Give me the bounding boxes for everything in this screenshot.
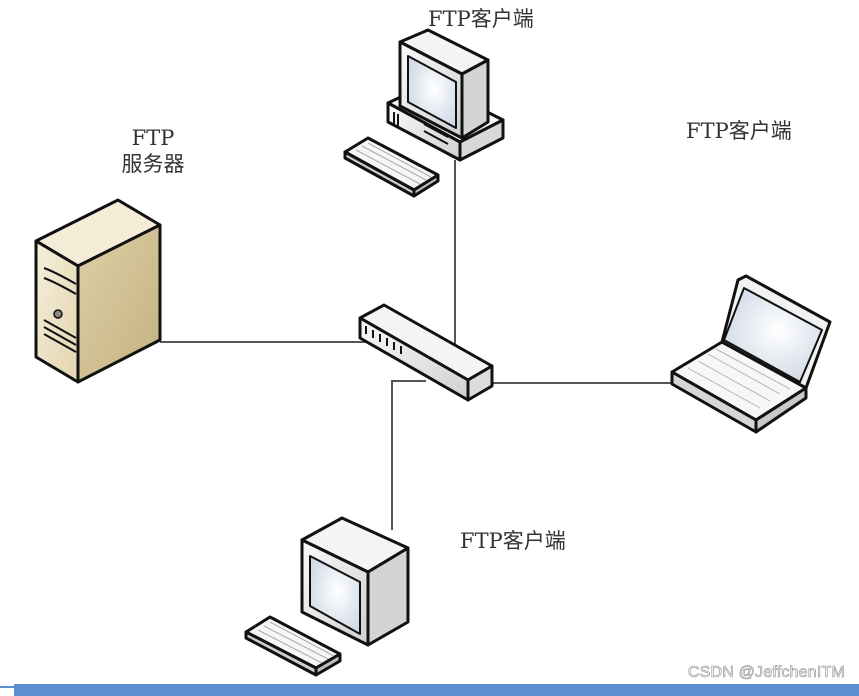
watermark: CSDN @JeffchenITM xyxy=(687,664,846,682)
client-right-label: FTP客户端 xyxy=(686,119,792,143)
bottom-bar xyxy=(14,684,859,696)
server-label-line2: 服务器 xyxy=(121,152,185,176)
links xyxy=(160,160,672,530)
client-bottom-label: FTP客户端 xyxy=(460,529,566,553)
link-switch-bottom-client xyxy=(391,380,426,530)
client-top-label: FTP客户端 xyxy=(428,7,534,31)
laptop-icon xyxy=(670,274,832,434)
monitor-computer-icon xyxy=(244,516,410,677)
server-label: FTP 服务器 xyxy=(108,125,198,177)
server-icon xyxy=(34,198,162,384)
bottom-bar-left-line xyxy=(0,686,14,688)
switch-icon xyxy=(358,303,494,402)
desktop-computer-icon xyxy=(343,28,505,198)
server-label-line1: FTP xyxy=(131,126,175,150)
